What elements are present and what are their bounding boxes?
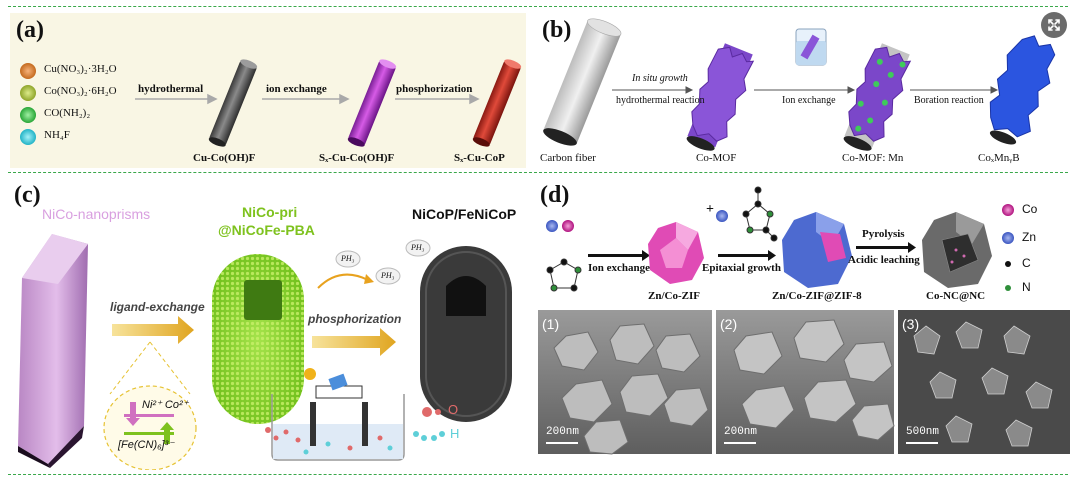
label-o: O xyxy=(448,402,459,417)
legend-n: N xyxy=(1022,280,1031,294)
phosphorization-arrow xyxy=(312,328,396,356)
product-sx-cu-cop: Sₓ-Cu-CoP xyxy=(454,152,505,164)
panel-d-graphics xyxy=(538,186,1070,455)
ions-ni-co: Ni²⁺ Co²⁺ xyxy=(142,399,189,411)
coxmnyb-fiber xyxy=(989,35,1056,145)
ligand-exchange-arrow xyxy=(112,316,194,344)
ions-ferricyanide: [Fe(CN)₆]³⁻ xyxy=(118,439,175,451)
step-ligand-exchange: ligand-exchange xyxy=(110,300,205,314)
co-mof-mn-fiber xyxy=(843,43,912,151)
rod-sx-cu-cooh-f xyxy=(347,59,397,147)
co-mof-fiber xyxy=(686,43,755,151)
panel-c: (c) xyxy=(10,176,526,470)
panel-b-label: (b) xyxy=(542,17,572,43)
nicop-fenicop xyxy=(420,246,512,422)
step-phosphorization-c: phosphorization xyxy=(308,312,402,326)
panel-b: (b) xyxy=(536,13,1071,168)
step-hydrothermal: hydrothermal xyxy=(138,83,204,95)
nico-pri-nicofe-pba xyxy=(212,254,304,424)
step-pyrolysis: Pyrolysis xyxy=(862,228,905,240)
nico-nanoprism xyxy=(18,234,88,468)
ph3-label-1: PH₃ xyxy=(341,254,355,263)
label-coxmnyb: CoₓMnᵧB xyxy=(978,152,1020,164)
panel-a-graphics xyxy=(20,59,522,147)
co-nc-nc-crystal xyxy=(922,212,992,288)
sem-2-number: (2) xyxy=(720,316,738,332)
legend-ball-nh4f xyxy=(20,129,36,145)
sem-1-number: (1) xyxy=(542,316,560,332)
step-epitaxial-growth: Epitaxial growth xyxy=(702,262,781,274)
zn-co-zif-crystal xyxy=(648,222,704,284)
plus-sign: + xyxy=(706,202,714,217)
sem-3-number: (3) xyxy=(902,316,920,332)
expand-image-button[interactable] xyxy=(1041,12,1067,38)
legend-nh4f: NH₄F xyxy=(44,129,70,141)
sem-1-scale: 200nm xyxy=(546,426,580,438)
panel-a: (a) xyxy=(10,13,526,168)
ph3-label-2: PH₃ xyxy=(381,271,395,280)
label-carbon-fiber: Carbon fiber xyxy=(540,152,596,164)
middle-separator xyxy=(8,172,1068,173)
legend-urea: CO(NH₂)₂ xyxy=(44,107,91,119)
step-in-situ-growth: In situ growth xyxy=(632,73,688,84)
hydrogen-atom xyxy=(413,431,419,437)
ion-arrows xyxy=(124,402,174,444)
rod-cu-cooh-f xyxy=(208,59,258,147)
legend-co: Co xyxy=(1022,202,1038,216)
legend-c: C xyxy=(1022,256,1031,270)
step-phosphorization: phosphorization xyxy=(396,83,473,95)
sem-image-3 xyxy=(898,310,1070,454)
oxygen-atom xyxy=(422,407,432,417)
label-co-mof-mn: Co-MOF: Mn xyxy=(842,152,904,164)
sem-3-scale: 500nm xyxy=(906,426,940,438)
label-h: H xyxy=(450,426,460,441)
legend-cu-nitrate: Cu(NO₃)₂·3H₂O xyxy=(44,63,117,75)
legend-zn: Zn xyxy=(1022,230,1037,244)
panel-b-graphics xyxy=(543,18,1056,151)
title-nicop-fenicop: NiCoP/FeNiCoP xyxy=(412,206,517,222)
electrolysis-beaker xyxy=(271,368,405,461)
sem-image-2 xyxy=(716,310,895,454)
ph3-label-3: PH₃ xyxy=(411,243,425,252)
panel-c-label: (c) xyxy=(14,182,41,208)
title-nico-pri: NiCo-pri xyxy=(242,204,298,220)
carbon-fiber xyxy=(543,18,622,146)
legend-ball-cu xyxy=(20,63,36,79)
panel-d-label: (d) xyxy=(540,182,570,208)
step-ion-exchange-b: Ion exchange xyxy=(782,95,836,106)
panel-d: (d) xyxy=(536,176,1071,470)
sem-image-1 xyxy=(538,310,712,455)
panel-a-label: (a) xyxy=(16,17,44,43)
beaker-icon xyxy=(795,28,827,66)
label-co-mof: Co-MOF xyxy=(696,152,737,164)
zn-co-zif-zif8-crystal xyxy=(782,212,852,288)
step-acidic-leaching: Acidic leaching xyxy=(848,254,920,266)
product-co-nc-nc: Co-NC@NC xyxy=(926,290,986,302)
panel-c-graphics xyxy=(18,234,512,470)
expand-icon xyxy=(1048,19,1060,31)
title-nico-nanoprisms: NiCo-nanoprisms xyxy=(42,206,151,222)
bottom-separator xyxy=(8,474,1068,475)
step-hydrothermal-reaction: hydrothermal reaction xyxy=(616,95,705,106)
legend-ball-urea xyxy=(20,107,36,123)
title-nicofe-pba: @NiCoFe-PBA xyxy=(218,222,315,238)
step-boration: Boration reaction xyxy=(914,95,984,106)
legend-co-nitrate: Co(NO₃)₂·6H₂O xyxy=(44,85,117,97)
product-zn-co-zif: Zn/Co-ZIF xyxy=(648,290,700,302)
step-ion-exchange-d: Ion exchange xyxy=(588,262,651,274)
step-ion-exchange: ion exchange xyxy=(266,83,327,95)
imidazole-molecule-2 xyxy=(742,186,778,242)
top-separator xyxy=(8,6,1068,7)
legend-ball-co xyxy=(20,85,36,101)
ion-exchange-callout xyxy=(103,385,197,470)
imidazole-molecule-1 xyxy=(546,258,582,292)
rod-sx-cu-cop xyxy=(472,59,522,147)
product-sx-cu-cooh-f: Sₓ-Cu-Co(OH)F xyxy=(319,152,395,164)
product-zn-co-zif-zif8: Zn/Co-ZIF@ZIF-8 xyxy=(772,290,862,302)
sem-2-scale: 200nm xyxy=(724,426,758,438)
product-cu-cooh-f: Cu-Co(OH)F xyxy=(193,152,256,164)
